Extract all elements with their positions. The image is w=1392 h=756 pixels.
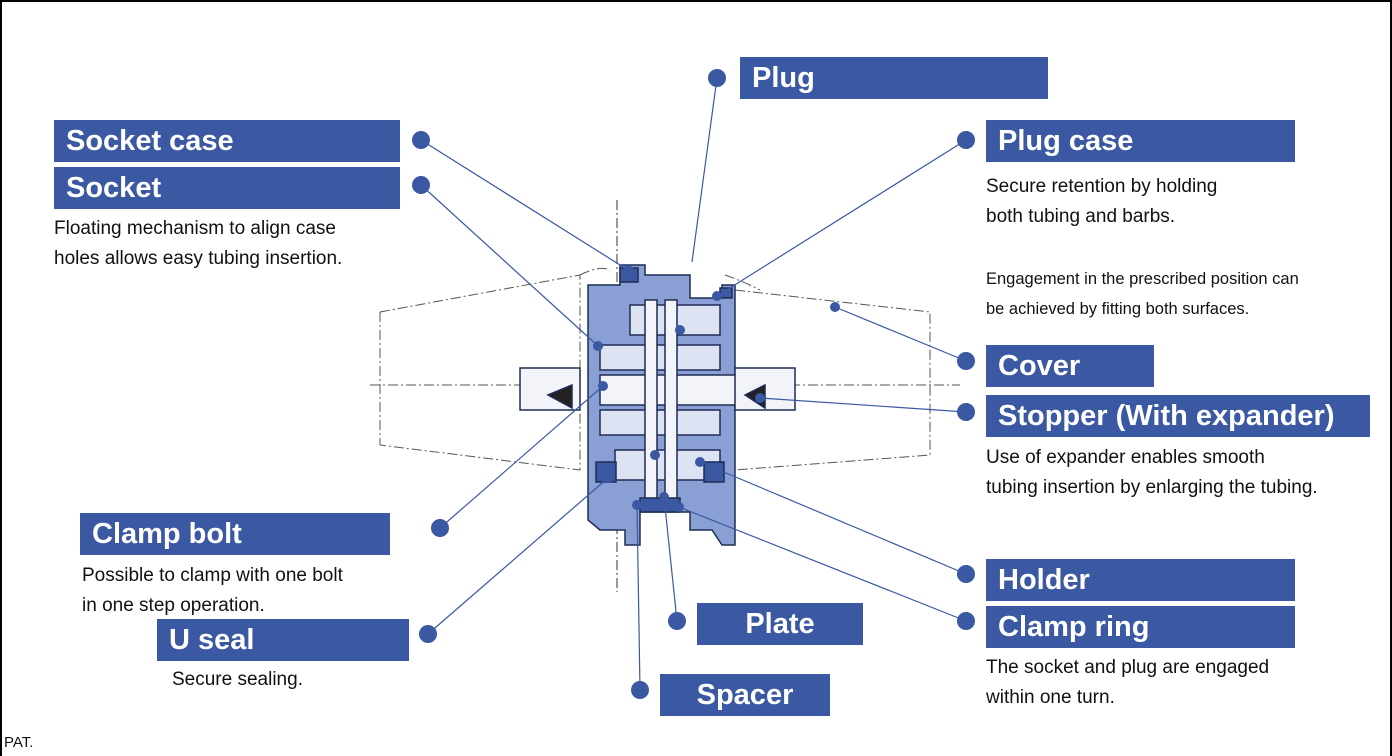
leader-lines: [420, 77, 967, 691]
outline-tubing: [370, 267, 960, 471]
label-spacer: Spacer: [660, 674, 830, 716]
label-socket: Socket: [54, 167, 400, 209]
label-stopper: Stopper (With expander): [986, 395, 1370, 437]
part-markers: [593, 265, 840, 512]
stopper-dot: [957, 403, 975, 421]
label-u-seal: U seal: [157, 619, 409, 661]
callout-dots: [412, 69, 975, 699]
spacer-dot: [631, 681, 649, 699]
desc-plug-case: Secure retention by holding both tubing …: [986, 176, 1218, 227]
plate-dot: [668, 612, 686, 630]
label-plug-case: Plug case: [986, 120, 1295, 162]
label-socket-case: Socket case: [54, 120, 400, 162]
coupling-body: [519, 264, 796, 546]
desc-socket: Floating mechanism to align case holes a…: [54, 218, 343, 269]
desc-engagement: Engagement in the prescribed position ca…: [986, 270, 1299, 318]
plug-case-dot: [957, 131, 975, 149]
clamp-ring-dot: [957, 612, 975, 630]
clamp-bolt-dot: [431, 519, 449, 537]
desc-clamp-ring: The socket and plug are engaged within o…: [986, 657, 1270, 708]
socket-dot: [412, 176, 430, 194]
u-seal-dot: [419, 625, 437, 643]
desc-stopper: Use of expander enables smooth tubing in…: [986, 447, 1318, 498]
desc-clamp-bolt: Possible to clamp with one bolt in one s…: [82, 565, 343, 616]
label-clamp-bolt: Clamp bolt: [80, 513, 390, 555]
label-cover: Cover: [986, 345, 1154, 387]
label-plate: Plate: [697, 603, 863, 645]
label-plug: Plug: [740, 57, 1048, 99]
cover-dot: [957, 352, 975, 370]
desc-u-seal: Secure sealing.: [172, 669, 303, 690]
socket-case-dot: [412, 131, 430, 149]
label-holder: Holder: [986, 559, 1295, 601]
plug-dot: [708, 69, 726, 87]
holder-dot: [957, 565, 975, 583]
patent-note: PAT.: [4, 734, 34, 751]
label-clamp-ring: Clamp ring: [986, 606, 1295, 648]
